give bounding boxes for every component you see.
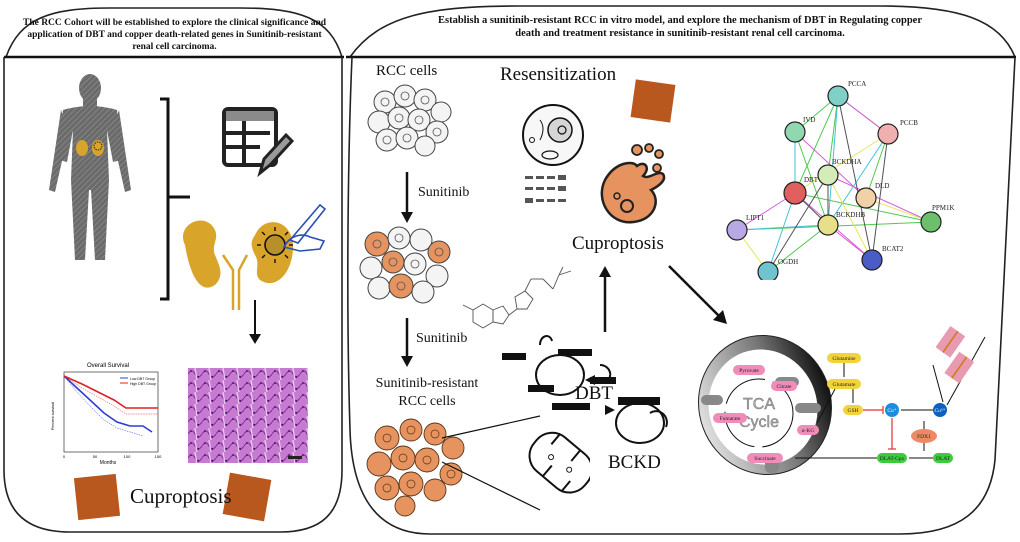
- tca-pathway: TCA Cycle Pyruvate Citrate α-KG Succinat…: [698, 325, 986, 476]
- mixed-cell-cluster: [359, 226, 451, 304]
- network-label: BCKDHA: [832, 158, 862, 166]
- network-node: [817, 164, 839, 186]
- rcc-cell-cluster: [367, 84, 452, 157]
- arrow-up-icon: [599, 266, 611, 332]
- km-survival-plot: Overall Survival Low DBT Group High DBT …: [50, 363, 162, 466]
- left-cuproptosis-label: Cuproptosis: [130, 484, 232, 508]
- tca-center-label-2: Cycle: [739, 414, 779, 431]
- mitochondrion-zoom: [441, 415, 590, 511]
- sunitinib-label-1: Sunitinib: [418, 185, 470, 200]
- network-node: [877, 123, 899, 145]
- human-body-icon: [49, 74, 131, 260]
- pathway-gsh: GSH: [847, 408, 858, 414]
- network-node: [783, 181, 807, 205]
- bckd-label: BCKD: [608, 452, 661, 473]
- membrane-transporters: [935, 325, 975, 384]
- network-node: [855, 187, 877, 209]
- network-node: [726, 219, 748, 241]
- dbt-label: DBT: [575, 383, 613, 404]
- arrow-down-icon: [401, 318, 413, 367]
- table-edit-icon: [222, 107, 295, 178]
- dashes-icon: [525, 175, 566, 203]
- network-label: PPM1K: [932, 204, 955, 212]
- km-legend-high: High DBT Group: [130, 382, 156, 386]
- network-label: BCKDHB: [836, 211, 866, 219]
- metabolite-citrate: Citrate: [777, 384, 793, 390]
- pathway-glutamate: Glutamate: [833, 382, 856, 388]
- km-xlabel: Months: [100, 460, 117, 466]
- km-xtick: 0: [63, 454, 66, 459]
- metabolite-pyruvate: Pyruvate: [739, 368, 759, 374]
- copper-square-icon: [222, 472, 272, 522]
- right-panel-header: Establish a sunitinib-resistant RCC in v…: [437, 15, 923, 40]
- histology-image: [188, 368, 308, 463]
- sunitinib-label-2: Sunitinib: [416, 331, 468, 346]
- metabolite-fumarate: Fumarate: [720, 416, 741, 422]
- arrow-down-icon: [401, 172, 413, 223]
- resensitization-label: Resensitization: [500, 64, 617, 85]
- left-panel-border: [3, 57, 343, 533]
- km-title: Overall Survival: [87, 363, 129, 369]
- network-label: DLD: [875, 182, 889, 190]
- pathway-cu1: Cu⁺: [887, 407, 896, 414]
- arrow-diagonal-icon: [668, 265, 727, 324]
- network-node: [861, 249, 883, 271]
- cuproptosis-label: Cuproptosis: [572, 233, 664, 254]
- metabolite-succinate: Succinate: [754, 456, 776, 462]
- resistant-cells-label: Sunitinib-resistant RCC cells: [375, 376, 479, 409]
- km-xtick: 100: [124, 454, 131, 459]
- rcc-cells-label: RCC cells: [376, 63, 438, 79]
- network-node: [784, 121, 806, 143]
- dbt-bckd-cycle: [502, 335, 668, 444]
- tca-center-label: TCA: [743, 396, 775, 413]
- network-label: DBT: [804, 176, 819, 184]
- arrow-down-icon: [249, 300, 261, 344]
- km-xtick: 50: [93, 454, 98, 459]
- pathway-fdx1: FDX1: [917, 434, 931, 440]
- copper-square-icon: [630, 79, 676, 123]
- normal-cell-icon: [522, 104, 584, 166]
- network-node: [920, 211, 942, 233]
- pathway-dlat: DLAT: [936, 456, 951, 462]
- scalpel-hand-icon: [282, 203, 327, 252]
- km-ylabel: Percent survival: [50, 402, 55, 431]
- protein-network: PCCA IVD PCCB BCKDHA DBT DLD LIPT1 BCKDH…: [726, 80, 955, 280]
- cuproptosis-cell-icon: [600, 143, 666, 224]
- network-label: LIPT1: [746, 214, 765, 222]
- km-curve-high: [63, 375, 158, 409]
- left-panel-header: The RCC Cohort will be established to ex…: [22, 18, 327, 52]
- copper-square-icon: [73, 473, 121, 521]
- network-label: PCCA: [848, 80, 866, 88]
- kidney-icon-small: [76, 140, 104, 156]
- sunitinib-molecule: [462, 266, 572, 329]
- network-node: [827, 85, 849, 107]
- network-label: PCCB: [900, 119, 918, 127]
- network-node: [817, 214, 839, 236]
- pathway-glutamine: Glutamine: [832, 356, 856, 362]
- resistant-cell-cluster: [366, 418, 465, 517]
- mitochondrion-icon: [528, 431, 590, 494]
- right-panel-border: [347, 56, 1016, 535]
- network-node: [757, 261, 779, 280]
- km-curve-low: [63, 375, 153, 433]
- metabolite-akg: α-KG: [802, 428, 815, 434]
- network-label: IVD: [803, 116, 815, 124]
- network-label: BCAT2: [882, 245, 904, 253]
- km-legend-low: Low DBT Group: [130, 377, 155, 381]
- pathway-dlat-cpx: DLAT-Cpx: [880, 456, 905, 462]
- pathway-cu2: Cu²⁺: [935, 407, 946, 414]
- km-xtick: 150: [155, 454, 162, 459]
- bracket-icon: [160, 97, 190, 301]
- network-label: OGDH: [778, 258, 798, 266]
- left-header-arc: [5, 7, 343, 58]
- right-header-arc: [349, 5, 1016, 58]
